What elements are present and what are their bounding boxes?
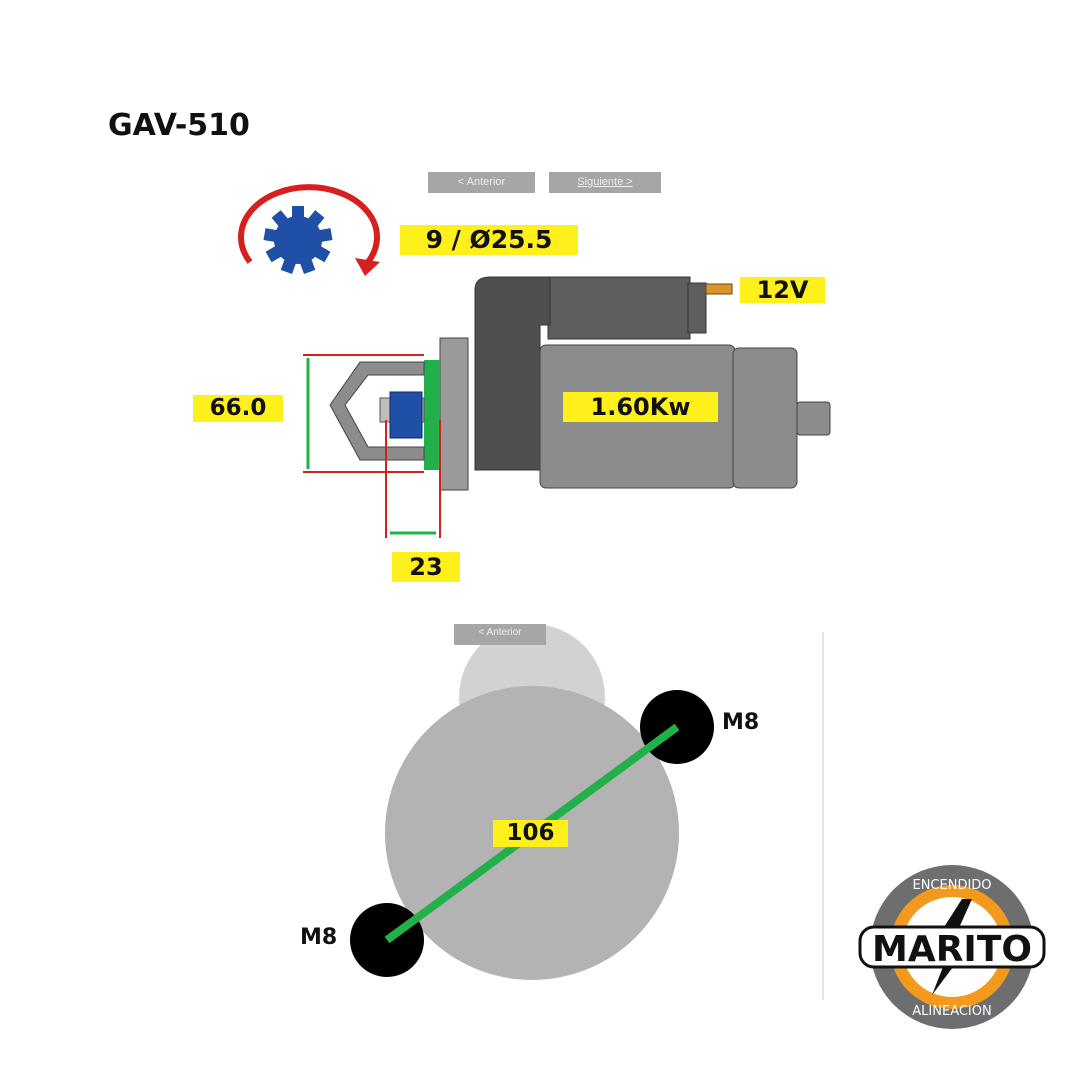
logo-bottom-text: ALINEACION (912, 1004, 991, 1019)
next-button[interactable]: Siguiente > (549, 172, 661, 193)
flange-diameter-label: 66.0 (193, 395, 283, 422)
page-title: GAV-510 (108, 108, 250, 143)
marito-logo: MARITO ENCENDIDO ALINEACION (858, 865, 1046, 1029)
end-cap (732, 347, 798, 489)
mounting-flange (439, 337, 469, 491)
pinion-spec-label: 9 / Ø25.5 (400, 225, 578, 255)
solenoid (474, 276, 733, 471)
logo-name: MARITO (872, 929, 1032, 970)
pinion-offset-label: 23 (392, 552, 460, 582)
previous-button-2[interactable]: < Anterior (454, 624, 546, 645)
flange-face (424, 360, 440, 470)
bolt-bottom-label: M8 (300, 925, 338, 950)
power-label: 1.60Kw (563, 392, 718, 422)
previous-button[interactable]: < Anterior (428, 172, 535, 193)
bolt-distance-label: 106 (493, 820, 568, 847)
pinion-gear-icon (263, 206, 333, 275)
rotation-arrow-icon (238, 184, 380, 264)
bolt-top-label: M8 (722, 710, 760, 735)
logo-top-text: ENCENDIDO (912, 878, 991, 893)
voltage-label: 12V (740, 277, 825, 303)
nose-housing (329, 361, 425, 461)
shaft (796, 401, 831, 436)
pinion (389, 391, 423, 439)
